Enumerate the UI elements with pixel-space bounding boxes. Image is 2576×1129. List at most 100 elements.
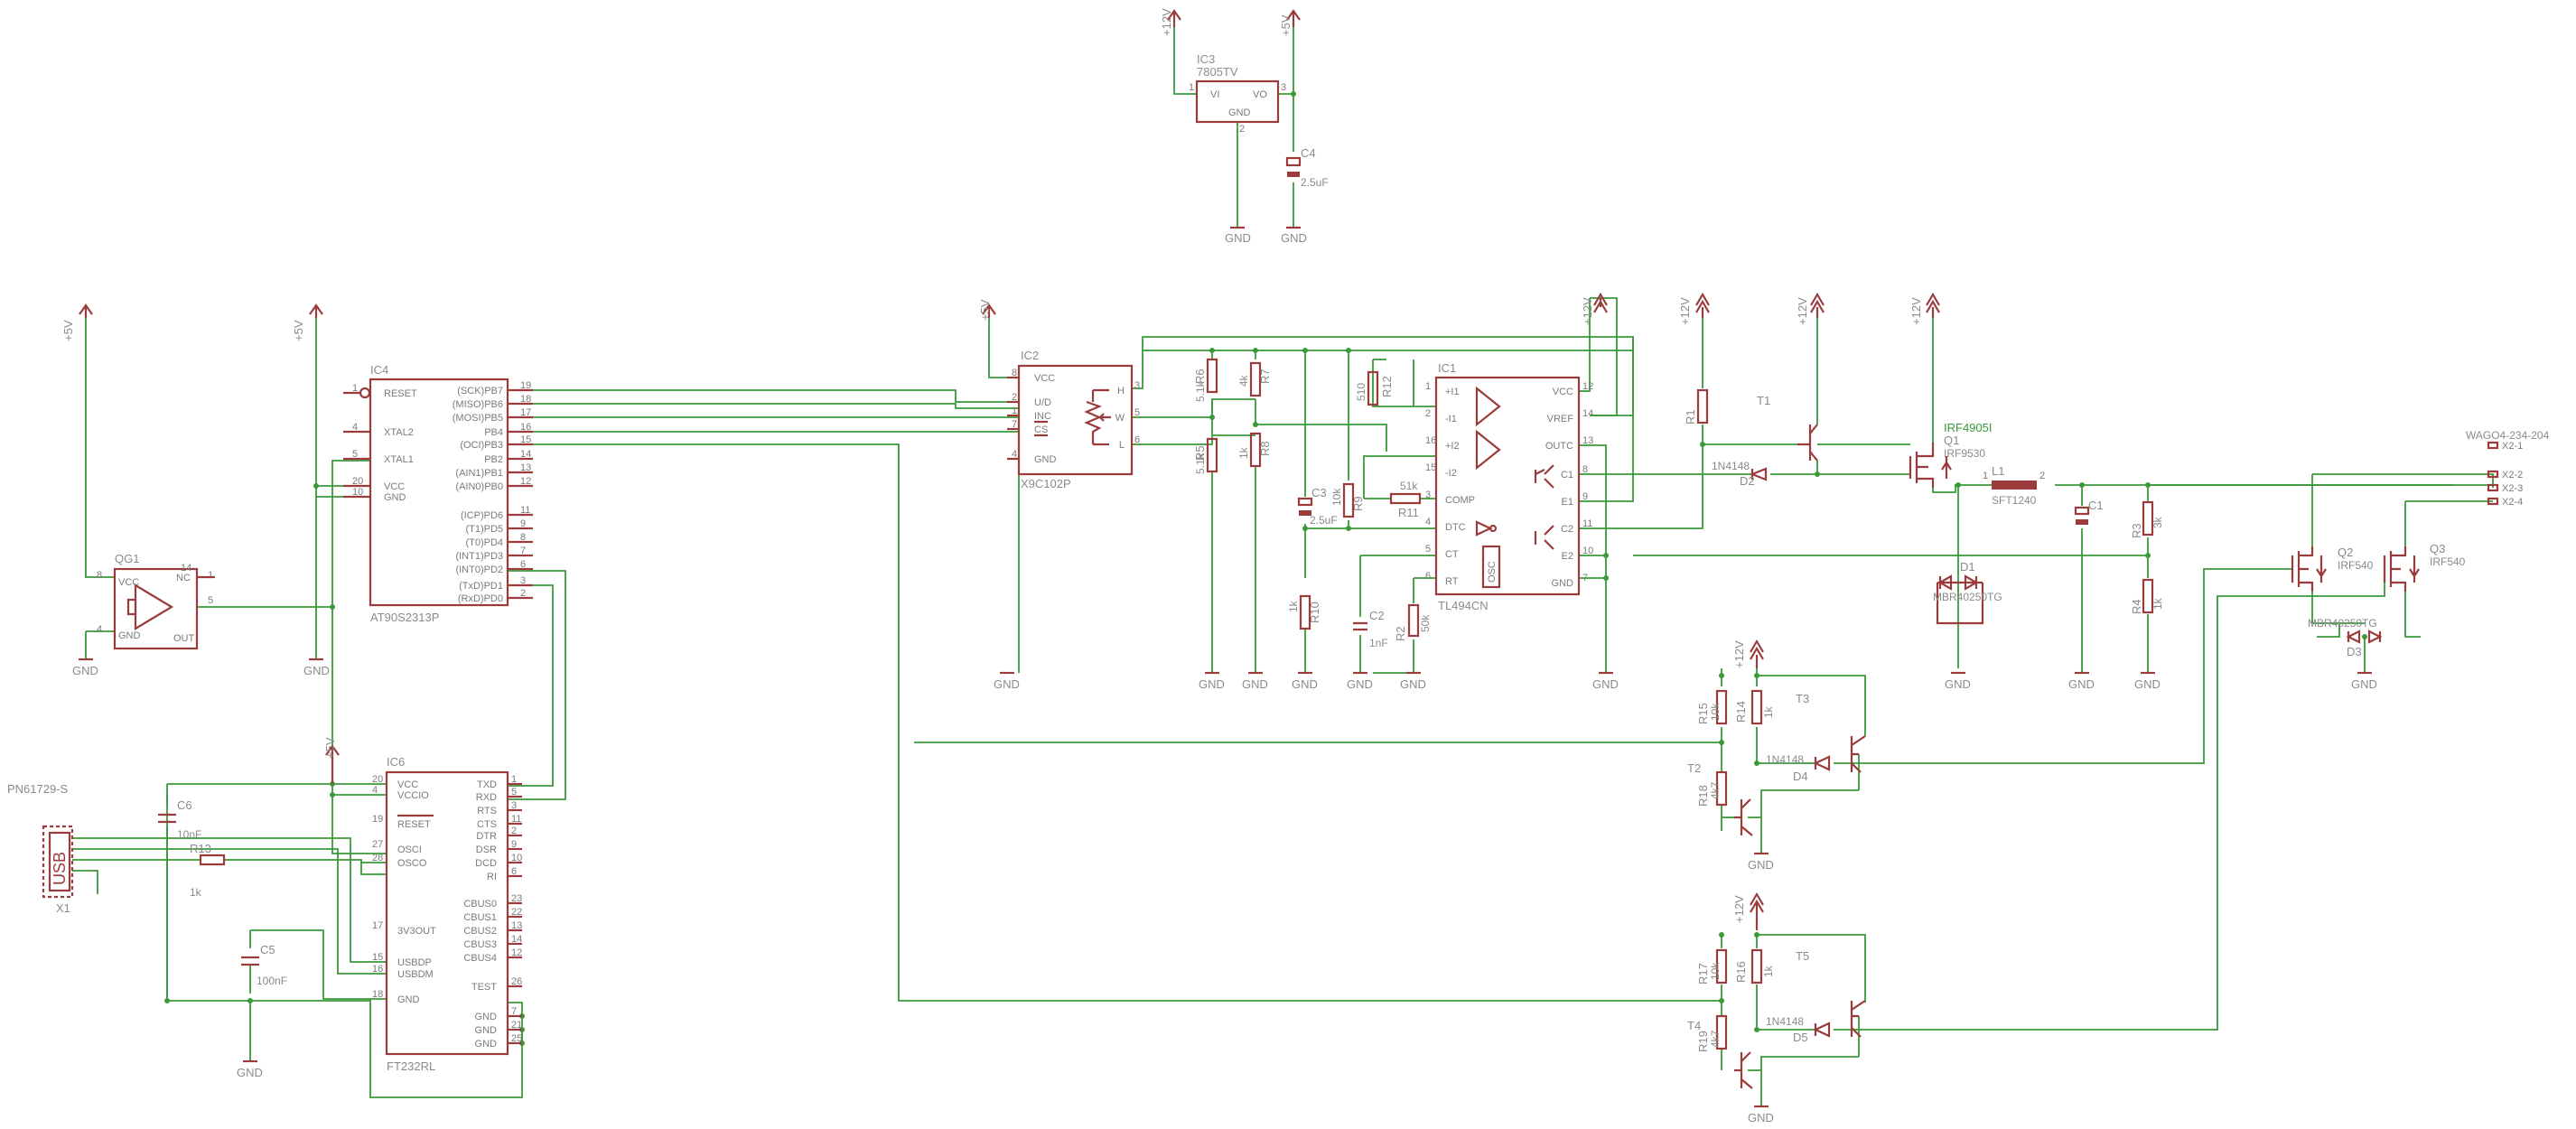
ic6-right-pin-label: TXD xyxy=(477,779,497,790)
svg-text:QG1: QG1 xyxy=(115,552,139,565)
svg-text:1N4148: 1N4148 xyxy=(1766,753,1804,766)
ic4-right-pin-number: 9 xyxy=(520,518,526,529)
r11-resistor: 51k R11 xyxy=(1389,480,1422,519)
svg-text:C1: C1 xyxy=(2088,499,2104,512)
r12-resistor: R12 510 xyxy=(1355,370,1394,406)
svg-text:R13: R13 xyxy=(190,842,211,855)
ic6-right-pin-label: CBUS1 xyxy=(463,912,497,923)
ic4-right-pin-label: (OCI)PB3 xyxy=(460,440,503,451)
r5-resistor: R5 5.1k xyxy=(1193,437,1218,474)
ic1-left-pin-number: 16 xyxy=(1425,435,1436,446)
svg-text:AT90S2313P: AT90S2313P xyxy=(370,611,439,624)
ic2-left-pin-label: CS xyxy=(1034,425,1048,435)
svg-text:FT232RL: FT232RL xyxy=(387,1059,435,1073)
svg-text:+12V: +12V xyxy=(1732,640,1746,668)
ic1-right-pin-label: GND xyxy=(1552,578,1574,589)
svg-text:+12V: +12V xyxy=(1909,297,1923,325)
ic6-right-pin-number: 6 xyxy=(511,866,517,877)
c2-capacitor: C2 1nF xyxy=(1353,609,1388,649)
svg-text:D1: D1 xyxy=(1960,560,1975,574)
c5-capacitor: C5 100nF xyxy=(241,943,287,987)
svg-text:D5: D5 xyxy=(1793,1031,1808,1044)
svg-text:+5V: +5V xyxy=(292,320,305,341)
svg-text:+12V: +12V xyxy=(1796,297,1809,325)
svg-text:+12V: +12V xyxy=(1678,297,1692,325)
r4-resistor: R4 1k xyxy=(2130,578,2164,614)
ic4-right-pin-number: 12 xyxy=(520,476,531,487)
svg-text:C3: C3 xyxy=(1311,486,1327,499)
ic2-right-pin-label: W xyxy=(1115,413,1125,424)
ic6-right-pin-number: 12 xyxy=(511,947,522,958)
svg-text:5.1k: 5.1k xyxy=(1194,380,1207,402)
ic3-regulator: IC3 7805TV VI VO GND 1 3 2 xyxy=(1189,52,1286,135)
svg-text:D2: D2 xyxy=(1740,474,1755,488)
t2-transistor: T2 xyxy=(1687,761,1753,836)
svg-text:3: 3 xyxy=(1281,82,1286,93)
svg-text:R8: R8 xyxy=(1258,441,1272,456)
t5-transistor: T5 xyxy=(1796,949,1866,1038)
svg-text:1N4148: 1N4148 xyxy=(1766,1015,1804,1028)
svg-text:R6: R6 xyxy=(1193,369,1207,384)
ic4-right-pin-label: (ICP)PD6 xyxy=(461,510,503,521)
ic1-left-pin-label: +I1 xyxy=(1445,387,1460,397)
ic1-left-pin-label: DTC xyxy=(1445,522,1466,533)
ic1-right-pin-label: E2 xyxy=(1562,551,1573,562)
q3-mosfet: Q3 IRF540 xyxy=(2383,542,2466,592)
ic6-left-pin-number: 16 xyxy=(372,964,383,975)
q2-mosfet: Q2 IRF540 xyxy=(2291,546,2374,592)
ic6-right-pin-number: 14 xyxy=(511,934,522,945)
svg-text:MBR40250TG: MBR40250TG xyxy=(1933,591,2002,603)
ic4-right-pin-number: 17 xyxy=(520,407,531,418)
t1-transistor: T1 xyxy=(1757,394,1818,462)
svg-text:X2-4: X2-4 xyxy=(2502,497,2523,508)
ic1-left-pin-number: 2 xyxy=(1425,408,1431,419)
ic4-right-pin-number: 18 xyxy=(520,394,531,405)
svg-text:Q3: Q3 xyxy=(2430,542,2445,555)
r19-resistor: R19 4k7 xyxy=(1696,1014,1728,1052)
svg-text:GND: GND xyxy=(1748,858,1774,872)
svg-text:2.5uF: 2.5uF xyxy=(1310,514,1338,527)
svg-text:L1: L1 xyxy=(1992,464,2004,478)
svg-text:GND: GND xyxy=(118,630,141,641)
ic4-left-pin-number: 20 xyxy=(352,476,363,487)
supply-p12v-t5: +12V xyxy=(1732,891,1764,930)
ic1-right-pin-number: 14 xyxy=(1582,408,1593,419)
svg-text:IRF540: IRF540 xyxy=(2430,555,2466,568)
svg-text:GND: GND xyxy=(1199,677,1225,691)
svg-text:GND: GND xyxy=(1347,677,1373,691)
ic2-right-pin-number: 5 xyxy=(1134,407,1140,418)
ic4-right-pin-label: (SCK)PB7 xyxy=(457,386,503,397)
ic1-right-pin-number: 13 xyxy=(1582,435,1593,446)
r6-resistor: R6 5.1k xyxy=(1193,358,1218,402)
ic1-right-pin-label: VCC xyxy=(1553,387,1573,397)
ic6-left-pin-label: 3V3OUT xyxy=(397,926,436,937)
svg-text:IRF540: IRF540 xyxy=(2338,559,2374,572)
svg-text:10k: 10k xyxy=(1709,703,1722,721)
ic6-right-pin-label: CBUS0 xyxy=(463,899,497,910)
ic6-right-pin-number: 22 xyxy=(511,907,522,918)
svg-text:R9: R9 xyxy=(1351,496,1365,511)
ic1-right-pin-label: C2 xyxy=(1561,524,1573,535)
svg-text:GND: GND xyxy=(237,1066,263,1079)
ic4-right-pin-label: (RxD)PD0 xyxy=(458,593,503,604)
ic6-right-pin-number: 23 xyxy=(511,893,522,904)
ic1-left-pin-number: 6 xyxy=(1425,571,1431,582)
svg-text:D4: D4 xyxy=(1793,770,1808,783)
ic6-left-pin-label: RESET xyxy=(397,819,431,830)
d2-diode: 1N4148 D2 xyxy=(1712,460,1768,488)
ic2-left-pin-label: INC xyxy=(1034,411,1051,422)
ic4-left-pin-number: 1 xyxy=(352,383,358,394)
ic1-left-pin-number: 1 xyxy=(1425,381,1431,392)
ic4-right-pin-label: (MOSI)PB5 xyxy=(453,413,503,424)
svg-text:X2-3: X2-3 xyxy=(2502,483,2523,494)
svg-text:R14: R14 xyxy=(1734,701,1748,723)
ic6-right-pin-number: 9 xyxy=(511,839,517,850)
r1-resistor: R1 xyxy=(1684,388,1709,425)
svg-text:VCC: VCC xyxy=(118,577,139,588)
svg-text:GND: GND xyxy=(303,664,330,677)
svg-text:NC: NC xyxy=(176,573,191,583)
svg-text:PN61729-S: PN61729-S xyxy=(7,782,69,796)
